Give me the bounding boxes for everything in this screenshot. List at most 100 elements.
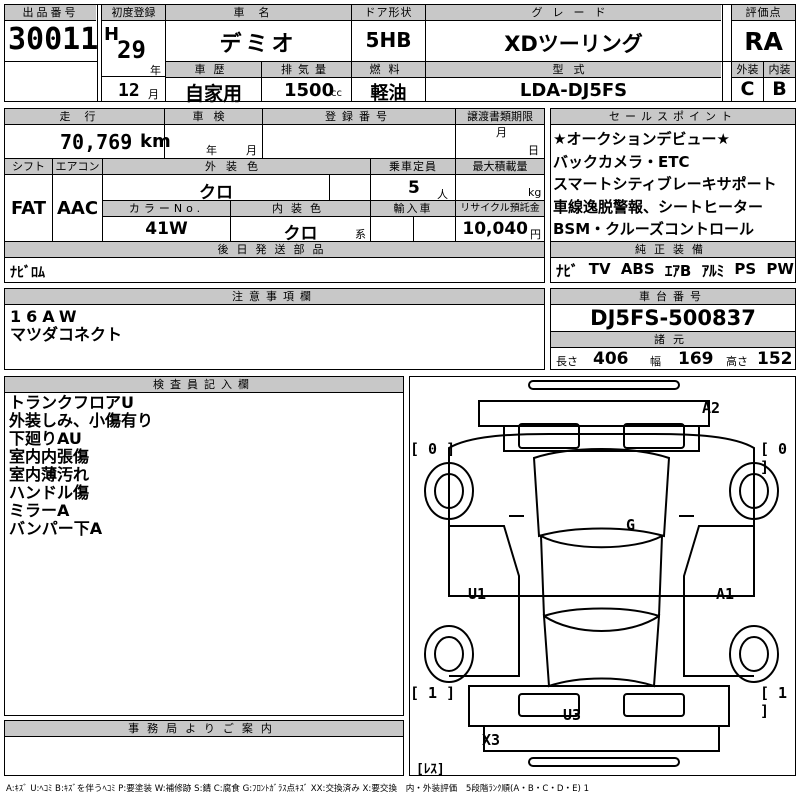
equipment-label: 純正装備 [551, 242, 795, 258]
damage-mark-x3: X3 [482, 731, 501, 749]
year-unit: 年 [150, 64, 161, 77]
color-no-label: カラーNo. [103, 201, 230, 217]
equipment-airbag: ｴｱB [664, 262, 692, 280]
displacement-label: 排気量 [262, 62, 351, 78]
damage-mark-a1: A1 [716, 585, 735, 603]
car-name: デミオ [219, 32, 298, 57]
displacement-unit: cc [331, 88, 342, 99]
note-line: 16AW [10, 307, 82, 326]
max-load-label: 最大積載量 [456, 159, 544, 175]
transfer-month-unit: 月 [496, 126, 507, 139]
ext-color-value: クロ [199, 183, 233, 203]
first-reg-label: 初度登録 [102, 5, 165, 21]
reg-no-label: 登録番号 [263, 109, 455, 125]
int-color-label: 内装色 [231, 201, 370, 217]
sales-point-line: BSM・クルーズコントロール [553, 220, 754, 238]
capacity-unit: 人 [437, 188, 448, 201]
height-value: 152 [757, 349, 793, 369]
door-value: 5HB [365, 28, 412, 52]
era-mark: H [104, 24, 120, 45]
lot-no-label: 出品番号 [5, 5, 96, 21]
transfer-label: 譲渡書類期限 [456, 109, 544, 125]
sales-points-label: セールスポイント [551, 109, 795, 125]
length-label: 長さ [556, 355, 578, 368]
chassis-label: 車台番号 [551, 289, 795, 305]
grade-label: グレード [426, 5, 721, 21]
width-value: 169 [678, 349, 714, 369]
int-color-value: クロ [283, 224, 318, 244]
recycle-unit: 円 [530, 228, 541, 241]
ac-value: AAC [56, 198, 99, 219]
equipment-list: ﾅﾋﾞ TV ABS ｴｱB ｱﾙﾐ PS PW [556, 260, 794, 281]
damage-mark-u3: U3 [563, 706, 582, 724]
inspector-label: 検査員記入欄 [5, 377, 403, 393]
equipment-abs: ABS [620, 260, 655, 278]
inspector-line: トランクフロアU [9, 393, 134, 412]
capacity-label: 乗車定員 [371, 159, 455, 175]
later-parts-value: ﾅﾋﾞﾛﾑ [10, 265, 45, 281]
inspector-line: 下廻りAU [9, 429, 82, 448]
shift-label: シフト [5, 159, 52, 175]
mileage-value: 70,769 [60, 130, 133, 154]
inspector-line: ミラーA [9, 501, 70, 520]
shift-value: FAT [10, 198, 47, 219]
transfer-day-unit: 日 [528, 144, 539, 157]
inspector-line: 室内薄汚れ [9, 465, 90, 484]
vehicle-detail-block [4, 108, 545, 283]
score-value: RA [744, 27, 783, 56]
inspector-line: 室内内張傷 [9, 447, 90, 466]
equipment-alloy: ｱﾙﾐ [701, 262, 725, 280]
month-unit: 月 [148, 88, 159, 101]
history-value: 自家用 [184, 83, 242, 105]
office-label: 事務局よりご案内 [5, 721, 403, 737]
equipment-tv: TV [588, 260, 611, 278]
tire-front-right: [ 0 ] [760, 440, 788, 476]
import-label: 輸入車 [371, 201, 455, 217]
model-label: 型式 [426, 62, 721, 78]
color-no-value: 41W [145, 219, 188, 239]
notes-block [4, 288, 545, 370]
fuel-label: 燃料 [352, 62, 425, 78]
inspector-notes: トランクフロアU 外装しみ、小傷有り 下廻りAU 室内内張傷 室内薄汚れ ハンド… [9, 394, 153, 538]
sales-point-line: ★オークションデビュー★ [553, 130, 730, 148]
damage-mark-a2: A2 [702, 399, 721, 417]
grade-value: XDツーリング [504, 32, 643, 56]
displacement-value: 1500 [284, 80, 335, 101]
damage-mark-g: G [626, 516, 636, 534]
recycle-label: リサイクル預託金 [456, 201, 544, 217]
interior-label: 内装 [764, 62, 795, 78]
inspector-line: 外装しみ、小傷有り [9, 411, 154, 430]
capacity-value: 5 [408, 178, 420, 198]
top-info-block [4, 4, 796, 102]
notes-label: 注意事項欄 [5, 289, 544, 305]
sales-points-block [550, 108, 796, 283]
width-label: 幅 [650, 355, 661, 368]
inspector-block [4, 376, 404, 716]
office-block [4, 720, 404, 776]
inspection-year-unit: 年 [206, 144, 217, 157]
tire-rear-right: [ 1 ] [760, 684, 788, 720]
sales-point-line: スマートシティブレーキサポート [553, 175, 777, 193]
mileage-label: 走行 [5, 109, 164, 125]
model-value: LDA-DJ5FS [519, 80, 628, 101]
car-diagram [424, 380, 779, 767]
sales-point-line: 車線逸脱警報、シートヒーター [553, 197, 764, 216]
note-line: マツダコネクト [10, 325, 123, 344]
chassis-block [550, 288, 796, 370]
chassis-number: DJ5FS-500837 [590, 306, 756, 330]
footer-legend: A:ｷｽﾞ U:ﾍｺﾐ B:ｷｽﾞを伴うﾍｺﾐ P:要塗装 W:補修跡 S:錆 … [6, 784, 590, 794]
tire-rear-left: [ 1 ] [410, 684, 456, 702]
ac-label: エアコン [53, 159, 102, 175]
int-color-unit: 系 [355, 228, 366, 241]
inspector-line: ハンドル傷 [9, 483, 90, 502]
fuel-value: 軽油 [370, 83, 407, 104]
damage-diagram-block [409, 376, 796, 776]
tire-front-left: [ 0 ] [410, 440, 456, 458]
reg-month: 12 [118, 80, 140, 101]
door-label: ドア形状 [352, 5, 425, 21]
height-label: 高さ [726, 355, 748, 368]
spare-tire: [ﾚｽ] [416, 762, 445, 777]
interior-value: B [772, 78, 787, 100]
mileage-unit: km [140, 131, 171, 152]
inspection-label: 車検 [165, 109, 262, 125]
